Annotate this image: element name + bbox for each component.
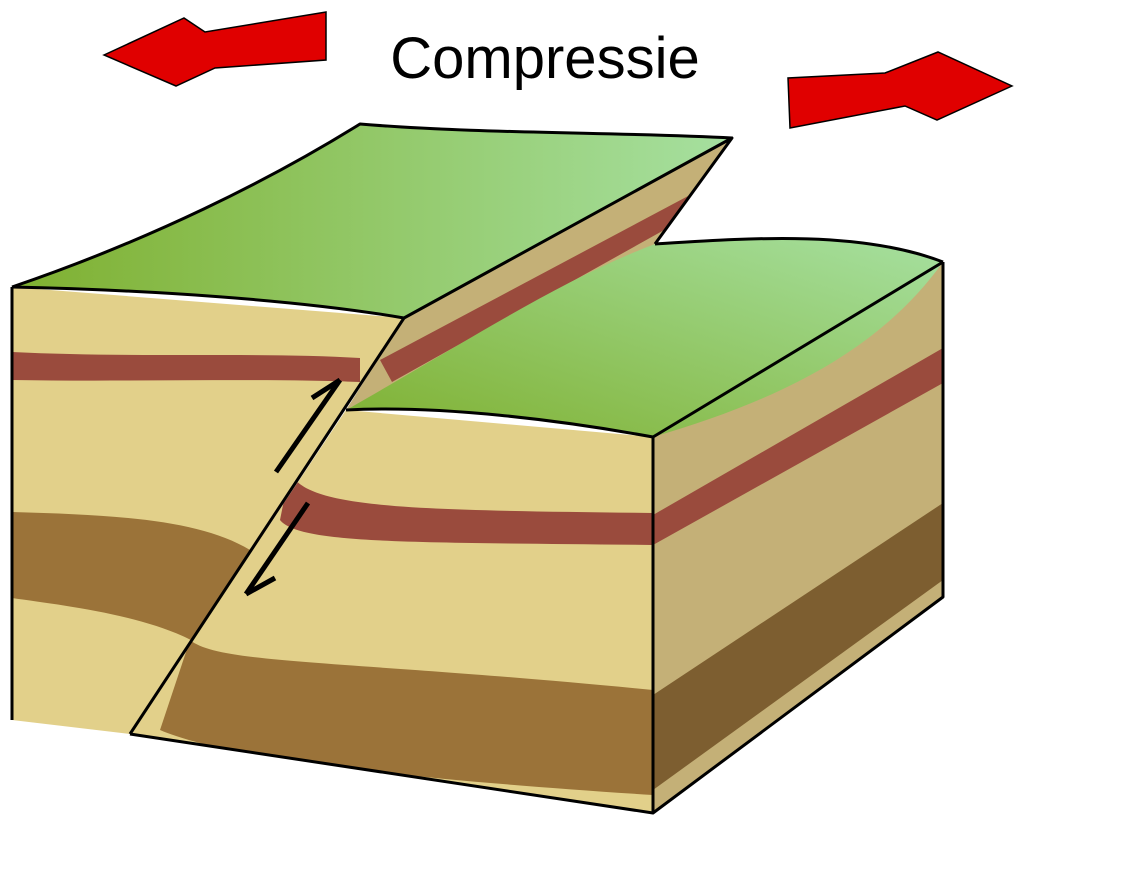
compression-arrow-right-icon	[787, 51, 1014, 129]
slip-arrow-down-icon	[243, 501, 311, 597]
diagram-title: Compressie	[390, 26, 699, 91]
footwall-surface	[346, 238, 943, 437]
compression-arrow-left-icon	[102, 11, 327, 87]
slip-arrow-up-icon	[273, 377, 343, 474]
hanging-wall-surface	[12, 124, 732, 318]
fault-line	[128, 317, 406, 735]
